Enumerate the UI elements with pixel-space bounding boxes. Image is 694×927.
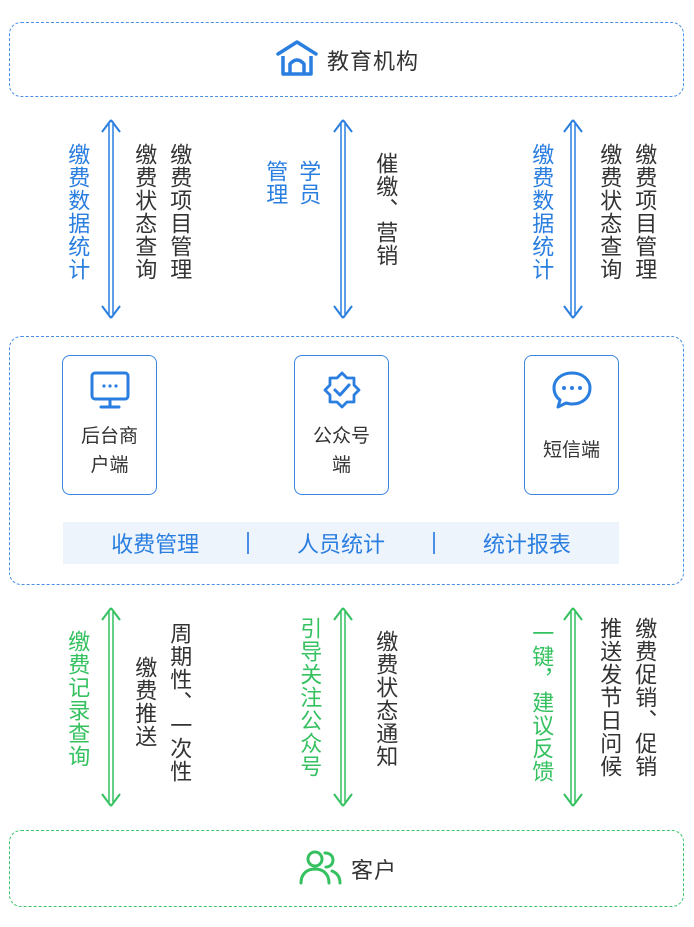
link-label: 周期性、一次性 — [166, 622, 192, 783]
chat-bubble-icon — [550, 370, 594, 414]
card-merchant-backend[interactable]: 后台商户端 — [62, 355, 157, 495]
function-bar: 收费管理 人员统计 统计报表 — [63, 522, 619, 564]
link-label: 催缴、营销 — [372, 152, 398, 267]
card-label: 短信端 — [542, 439, 600, 462]
card-official-account[interactable]: 公众号端 — [294, 355, 389, 495]
link-label: 一键，建议反馈 — [528, 622, 554, 783]
users-icon — [297, 848, 343, 890]
link-label: 引导关注公众号 — [296, 617, 322, 778]
link-label: 缴费项目管理 — [166, 143, 192, 281]
bidirectional-arrow-icon — [101, 119, 121, 319]
verified-badge-icon — [320, 370, 364, 414]
link-label: 学员 — [295, 160, 321, 206]
link-label: 缴费状态查询 — [596, 143, 622, 281]
school-building-icon — [275, 39, 319, 81]
bidirectional-arrow-icon — [563, 119, 583, 319]
card-sms[interactable]: 短信端 — [524, 355, 619, 495]
link-label: 缴费记录查询 — [64, 630, 90, 768]
link-label: 缴费数据统计 — [528, 143, 554, 281]
card-label: 后台商户端 — [80, 424, 138, 476]
divider — [433, 532, 435, 554]
link-label: 缴费数据统计 — [64, 143, 90, 281]
divider — [247, 532, 249, 554]
institution-box — [9, 22, 684, 97]
bidirectional-arrow-icon — [333, 607, 353, 807]
bidirectional-arrow-icon — [101, 607, 121, 807]
monitor-icon — [88, 370, 132, 414]
link-label: 缴费促销、促销 — [631, 617, 657, 778]
link-label: 缴费状态查询 — [131, 143, 157, 281]
institution-header: 教育机构 — [0, 22, 694, 97]
link-label: 缴费状态通知 — [372, 630, 398, 768]
institution-title: 教育机构 — [326, 49, 419, 75]
link-label: 缴费项目管理 — [631, 143, 657, 281]
link-label: 推送发节日问候 — [596, 617, 622, 778]
link-label: 管理 — [262, 160, 288, 206]
customer-header: 客户 — [0, 830, 694, 907]
customer-box — [9, 830, 684, 907]
card-label: 公众号端 — [312, 424, 370, 476]
function-fee-management[interactable]: 收费管理 — [111, 533, 200, 558]
function-stat-report[interactable]: 统计报表 — [482, 533, 571, 558]
link-label: 缴费推送 — [131, 656, 157, 748]
bidirectional-arrow-icon — [563, 607, 583, 807]
customer-title: 客户 — [350, 858, 397, 884]
bidirectional-arrow-icon — [333, 119, 353, 319]
function-personnel-stats[interactable]: 人员统计 — [296, 533, 385, 558]
platform-box — [9, 336, 684, 585]
